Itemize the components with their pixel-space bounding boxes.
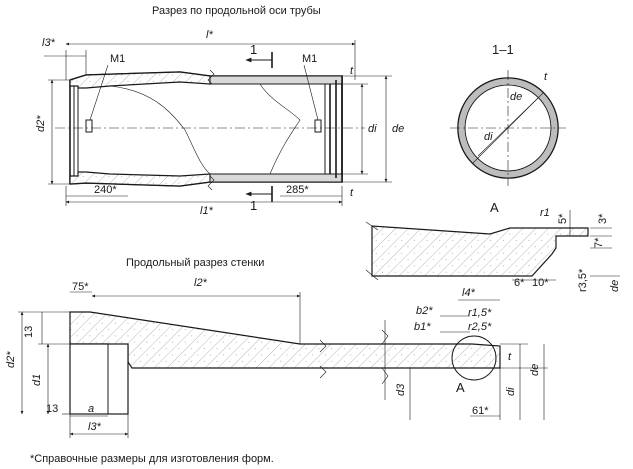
label-det-10: 10* bbox=[532, 277, 549, 289]
title-longitudinal-section: Разрез по продольной оси трубы bbox=[152, 5, 321, 17]
footnote: *Справочные размеры для изготовления фор… bbox=[30, 453, 274, 465]
label-wall-l4: l4* bbox=[462, 287, 476, 299]
detail-a-callout-circle bbox=[451, 335, 497, 381]
label-det-r1: r1 bbox=[540, 207, 550, 219]
label-wall-d1: d1 bbox=[31, 374, 43, 386]
socket-face bbox=[73, 86, 79, 176]
label-wall-di: di bbox=[505, 387, 517, 396]
socket-bottom-hatched bbox=[69, 171, 211, 187]
m1-right-leader bbox=[303, 64, 319, 121]
socket-top-hatched bbox=[69, 71, 211, 89]
label-wall-b1: b1* bbox=[414, 321, 431, 333]
m1-right-insert bbox=[314, 119, 322, 133]
section-di-line bbox=[477, 97, 539, 157]
label-wall-l2: l2* bbox=[194, 277, 208, 289]
label-wall-61: 61* bbox=[472, 405, 489, 417]
pipe-wall-bottom bbox=[209, 173, 343, 183]
wall-socket-inner bbox=[69, 343, 129, 415]
title-wall-section: Продольный разрез стенки bbox=[126, 257, 264, 269]
label-wall-r25: r2,5* bbox=[468, 321, 492, 333]
label-det-6: 6* bbox=[514, 277, 525, 289]
label-det-r35: r3,5* bbox=[577, 268, 589, 292]
label-wall-r15: r1,5* bbox=[468, 307, 492, 319]
break-mark bbox=[207, 69, 215, 191]
label-wall-13-top: 13 bbox=[23, 326, 35, 338]
pipe-wall-top bbox=[209, 75, 343, 85]
wall-break-left bbox=[319, 339, 327, 379]
label-cut1-top: 1 bbox=[250, 42, 257, 57]
label-wall-l3: l3* bbox=[88, 421, 102, 433]
m1-left-insert bbox=[85, 119, 93, 133]
label-detail-a-marker: А bbox=[456, 380, 465, 395]
label-det-5: 5* bbox=[557, 213, 569, 224]
break-curve bbox=[109, 83, 301, 175]
title-detail-a: А bbox=[490, 200, 499, 215]
label-det-de: de bbox=[609, 280, 621, 292]
label-d2-left: d2* bbox=[35, 115, 47, 132]
label-det-7: 7* bbox=[593, 237, 605, 248]
label-m1-right: М1 bbox=[302, 53, 317, 65]
label-l1: l1* bbox=[200, 205, 214, 217]
pipe-body-outline bbox=[69, 71, 343, 187]
label-wall-d3: d3 bbox=[395, 383, 407, 396]
label-wall-d2: d2* bbox=[5, 351, 17, 368]
label-wall-13-bottom: 13 bbox=[46, 403, 58, 415]
m1-left-leader bbox=[89, 64, 109, 121]
label-de-right: de bbox=[392, 123, 404, 135]
label-t-bottom: t bbox=[350, 187, 354, 199]
label-wall-b2: b2* bbox=[416, 305, 433, 317]
wall-concrete bbox=[69, 311, 501, 369]
label-det-3: 3* bbox=[597, 213, 609, 224]
detail-a-concrete bbox=[371, 225, 589, 277]
label-wall-a: a bbox=[88, 403, 94, 415]
label-wall-t: t bbox=[508, 351, 512, 363]
label-t-top: t bbox=[350, 65, 354, 77]
title-section-1-1: 1–1 bbox=[492, 42, 514, 57]
label-l-top: l* bbox=[206, 29, 213, 41]
detail-a-break bbox=[365, 221, 379, 281]
label-wall-de: de bbox=[529, 364, 541, 376]
label-dim-285: 285* bbox=[286, 184, 309, 196]
label-cut1-bottom: 1 bbox=[250, 198, 257, 213]
wall-break-right bbox=[381, 329, 389, 385]
label-wall-75: 75* bbox=[72, 281, 89, 293]
label-sec-t: t bbox=[544, 71, 548, 83]
spigot-end bbox=[329, 76, 343, 182]
label-m1-left: М1 bbox=[110, 53, 125, 65]
label-dim-240: 240* bbox=[94, 184, 117, 196]
label-sec-di: di bbox=[484, 131, 493, 143]
label-l3-top: l3* bbox=[42, 37, 56, 49]
label-sec-de: de bbox=[510, 91, 522, 103]
label-di-right: di bbox=[368, 123, 377, 135]
